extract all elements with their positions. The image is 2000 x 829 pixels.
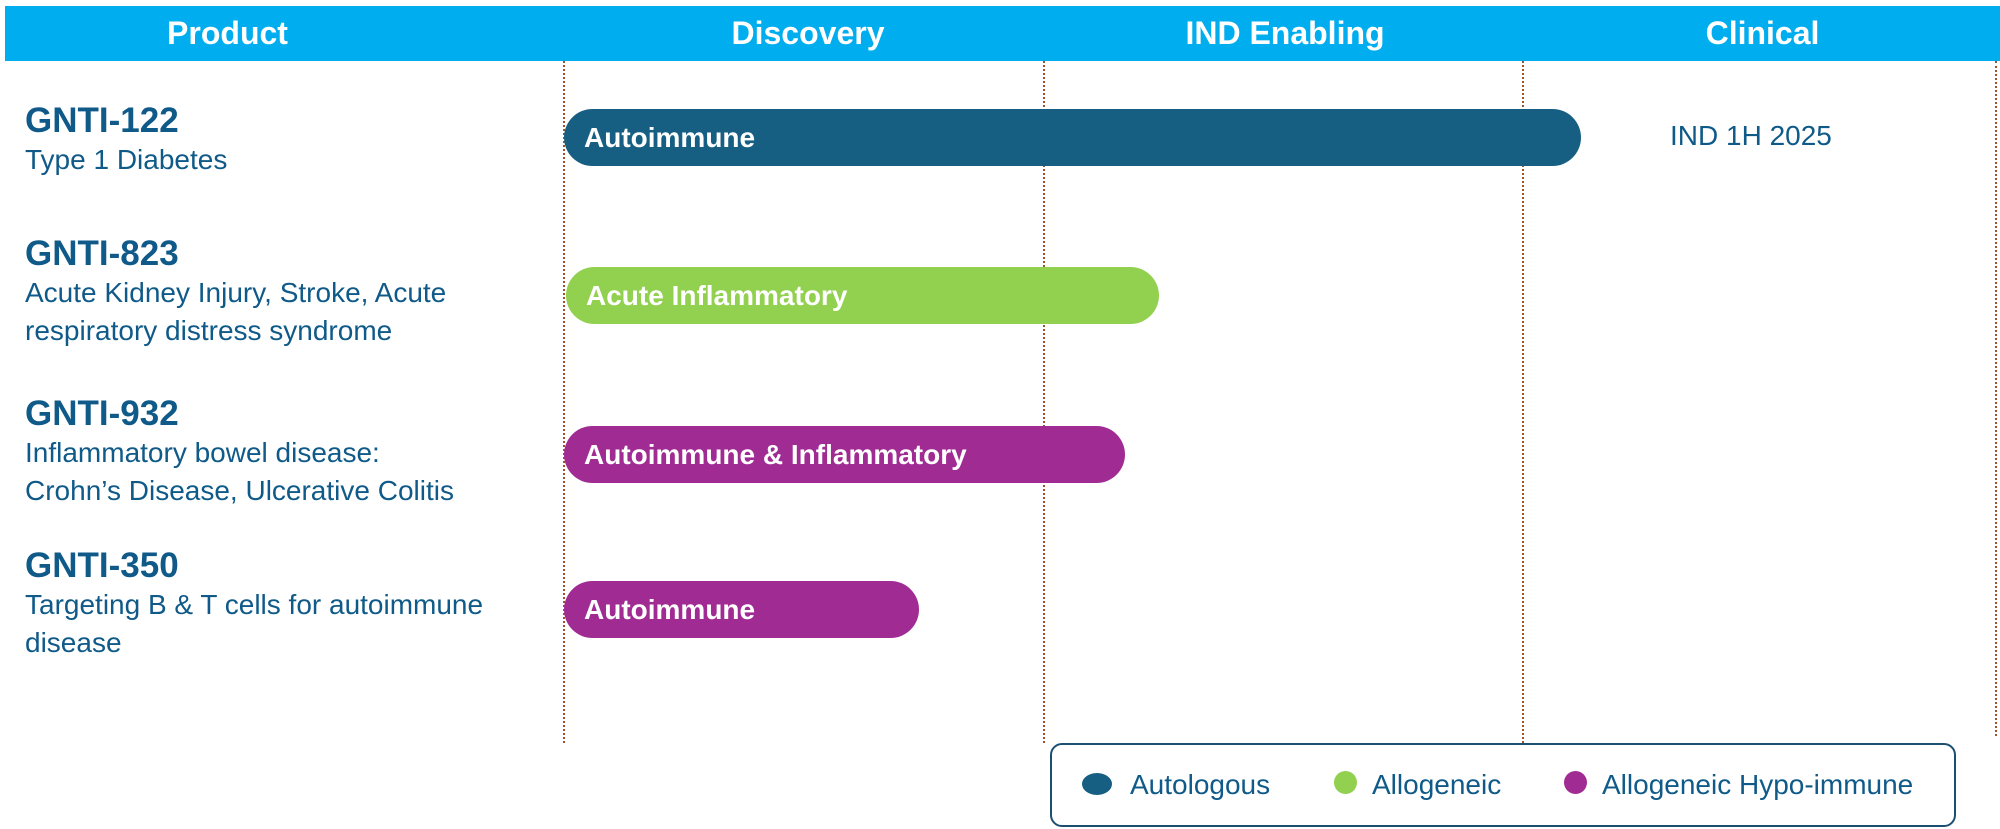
product-description: Crohn’s Disease, Ulcerative Colitis: [25, 475, 454, 506]
legend-label-autologous: Autologous: [1130, 769, 1271, 800]
progress-bar-gnti-932: Autoimmune & Inflammatory: [564, 426, 1125, 483]
allogeneic-dot-icon: [1334, 771, 1357, 794]
product-gnti-122: GNTI-122 Type 1 Diabetes: [25, 101, 525, 179]
product-description: Type 1 Diabetes: [25, 144, 228, 175]
product-name: GNTI-932: [25, 394, 179, 433]
progress-bar-gnti-350: Autoimmune: [564, 581, 919, 638]
product-description: respiratory distress syndrome: [25, 315, 393, 346]
product-name: GNTI-122: [25, 101, 179, 140]
hypo-immune-dot-icon: [1564, 771, 1587, 794]
product-name: GNTI-823: [25, 234, 179, 273]
milestone-gnti-122: IND 1H 2025: [1670, 120, 1832, 151]
header-discovery: Discovery: [731, 15, 885, 51]
phase-divider-end: [1995, 61, 1997, 736]
phase-divider-clinical: [1522, 61, 1524, 743]
header-product: Product: [167, 15, 288, 51]
header-ind-enabling: IND Enabling: [1185, 15, 1385, 51]
product-gnti-932: GNTI-932 Inflammatory bowel disease: Cro…: [25, 394, 525, 510]
progress-bar-gnti-823: Acute Inflammatory: [566, 267, 1159, 324]
legend-label-hypo-immune: Allogeneic Hypo-immune: [1602, 769, 1914, 800]
product-gnti-350: GNTI-350 Targeting B & T cells for autoi…: [25, 546, 525, 662]
header-clinical: Clinical: [1705, 15, 1820, 51]
product-description: Inflammatory bowel disease:: [25, 437, 380, 468]
product-name: GNTI-350: [25, 546, 179, 585]
product-description: Acute Kidney Injury, Stroke, Acute: [25, 277, 447, 308]
phase-divider-ind-enabling: [1043, 61, 1045, 743]
legend-label-allogeneic: Allogeneic: [1372, 769, 1502, 800]
product-gnti-823: GNTI-823 Acute Kidney Injury, Stroke, Ac…: [25, 234, 525, 350]
phase-header: Product Discovery IND Enabling Clinical: [5, 6, 2000, 61]
product-description: Targeting B & T cells for autoimmune: [25, 589, 484, 620]
autologous-dot-icon: [1082, 773, 1112, 795]
progress-bar-gnti-122: Autoimmune: [564, 109, 1581, 166]
phase-divider-discovery: [563, 61, 565, 743]
product-description: disease: [25, 627, 122, 658]
legend: Autologous Allogeneic Allogeneic Hypo-im…: [1050, 743, 1956, 827]
